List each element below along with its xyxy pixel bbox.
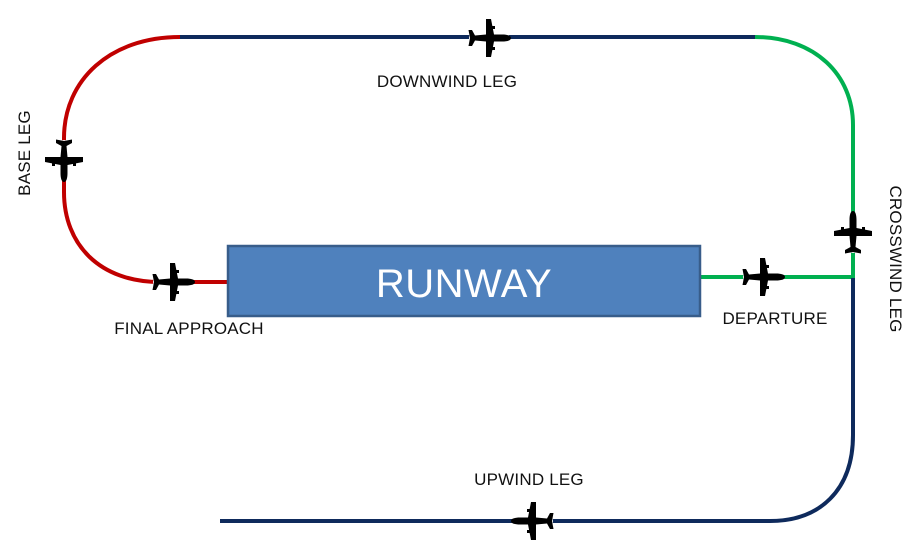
upwind-leg-label: UPWIND LEG [474, 470, 584, 489]
base-leg-path [62, 35, 181, 284]
airplane-icon [511, 501, 554, 541]
airplane-icon [742, 257, 785, 297]
airplane-icon [468, 18, 511, 58]
upwind-leg-path [220, 278, 855, 523]
airplane-icon [152, 262, 195, 302]
crosswind-leg-label: CROSSWIND LEG [886, 185, 905, 332]
departure-label: DEPARTURE [722, 309, 827, 328]
airplane-icon [833, 211, 873, 254]
airplane-icon [44, 139, 84, 182]
runway-label: RUNWAY [376, 262, 552, 306]
final-approach-label: FINAL APPROACH [114, 319, 264, 338]
runway [226, 244, 702, 318]
downwind-leg-label: DOWNWIND LEG [377, 72, 517, 91]
crosswind-leg-path [754, 35, 855, 278]
base-leg-label: BASE LEG [15, 110, 34, 196]
